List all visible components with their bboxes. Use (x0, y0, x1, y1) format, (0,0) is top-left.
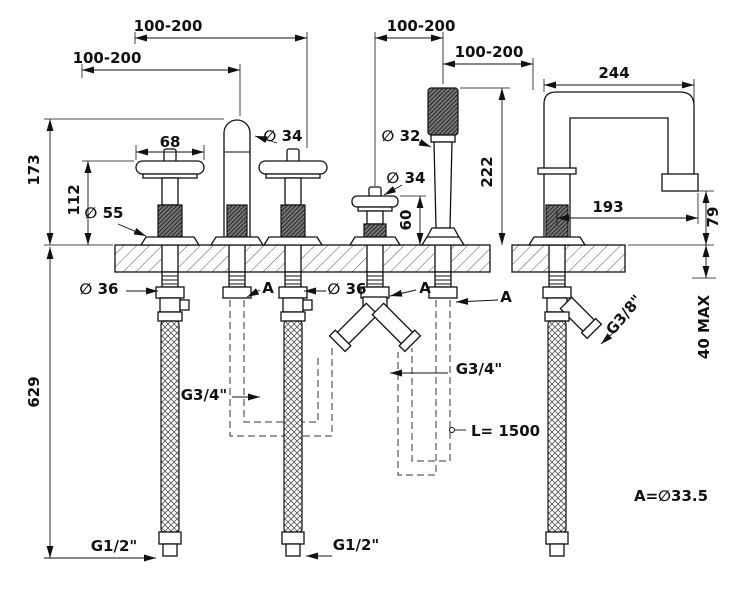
dimension-lines (44, 32, 716, 562)
dim-handshower-height: 222 (478, 156, 496, 187)
rounded-column (209, 119, 265, 246)
dim-escutcheon-diameter: ∅ 55 (85, 204, 124, 222)
dim-span-c: 100-200 (73, 49, 142, 67)
dim-outlet-height: 79 (704, 207, 722, 228)
under-deck-assemblies (155, 271, 603, 557)
supply-hose-right (283, 320, 303, 533)
dim-g34-left: G3/4" (181, 386, 227, 404)
note-hole-a: A=∅33.5 (634, 487, 708, 505)
dim-column-diameter: ∅ 34 (264, 127, 303, 145)
dim-spout-projection: 193 (592, 198, 623, 216)
dim-span-b: 100-200 (387, 17, 456, 35)
aerator (661, 173, 699, 192)
diverter-tee (328, 271, 422, 353)
dim-deck-max: 40 MAX (695, 294, 713, 359)
dim-hole-a-3: A (500, 288, 512, 306)
swivel-spout (527, 91, 699, 246)
concealed-hoses-dashed (229, 300, 451, 476)
dim-diverter-diameter: ∅ 34 (387, 169, 426, 187)
handshower-tail (428, 271, 458, 299)
dim-handshower-diameter: ∅ 32 (382, 127, 421, 145)
column-tail (222, 271, 252, 299)
right-handle-tail (278, 271, 313, 557)
supply-hose-left (160, 320, 180, 533)
left-handle-tail (155, 271, 190, 557)
supply-hose-spout (547, 320, 567, 533)
angled-check-valve (559, 296, 603, 340)
spout-tail (542, 271, 603, 557)
dim-column-height: 173 (25, 154, 43, 185)
fixtures (135, 87, 699, 246)
dimension-labels: 100-200 100-200 100-200 100-200 244 68 ∅… (25, 17, 722, 555)
handshower (420, 87, 466, 246)
dim-diverter-height: 60 (397, 210, 415, 231)
dim-spout-reach: 244 (598, 64, 629, 82)
dim-span-d: 100-200 (455, 43, 524, 61)
diverter-handle (348, 186, 402, 246)
right-cross-handle (258, 148, 328, 246)
dim-shank-diameter-left: ∅ 36 (80, 280, 119, 298)
dim-span-a: 100-200 (134, 17, 203, 35)
left-cross-handle (135, 148, 205, 246)
dim-under-depth: 629 (25, 376, 43, 407)
dim-handle-height: 112 (65, 184, 83, 215)
dim-g34-right: G3/4" (456, 360, 502, 378)
dim-hole-a-2: A (419, 279, 431, 297)
dim-hole-a-1: A (262, 279, 274, 297)
dim-hose-length: L= 1500 (471, 422, 540, 440)
dim-shank-diameter-mid: ∅ 36 (328, 280, 367, 298)
dim-handle-width: 68 (160, 133, 181, 151)
dim-g12-left: G1/2" (91, 537, 137, 555)
dim-inlet-g38: G3/8" (602, 291, 646, 338)
dim-g12-right: G1/2" (333, 536, 379, 554)
